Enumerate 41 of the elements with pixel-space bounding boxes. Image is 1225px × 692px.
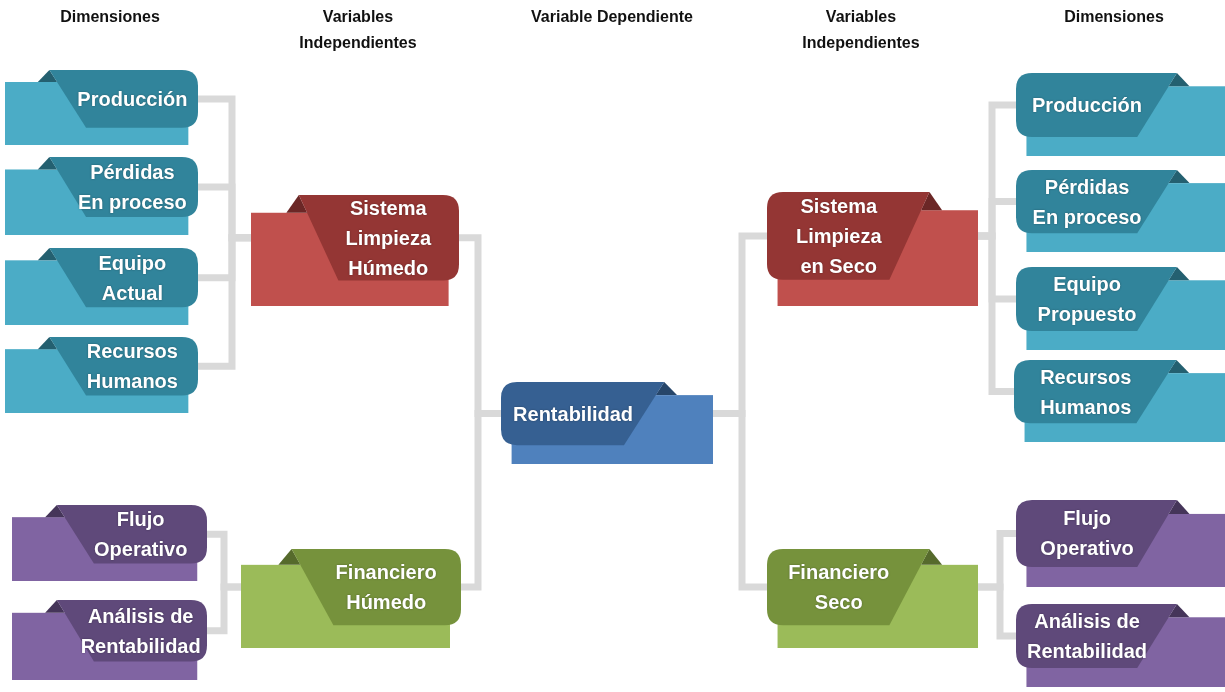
node-text: Sistema Limpieza en Seco bbox=[794, 193, 883, 279]
ribbon-label bbox=[5, 337, 198, 413]
node-text: Sistema Limpieza Húmedo bbox=[344, 195, 433, 281]
node-text: Rentabilidad bbox=[512, 401, 635, 427]
column-heading: Dimensiones bbox=[1063, 7, 1165, 27]
node-text: Análisis de Rentabilidad bbox=[79, 603, 202, 659]
node-text: Financiero Seco bbox=[787, 560, 891, 616]
column-heading: Variable Dependiente bbox=[530, 7, 694, 27]
node-text: Recursos Humanos bbox=[85, 339, 179, 395]
node-text: Financiero Húmedo bbox=[334, 560, 438, 616]
ribbon-label bbox=[241, 549, 461, 648]
ribbon-label bbox=[1016, 170, 1225, 252]
ribbon-label bbox=[767, 192, 978, 306]
ribbon-label bbox=[5, 157, 198, 235]
node-text: Flujo Operativo bbox=[93, 507, 189, 563]
node-text: Equipo Actual bbox=[97, 250, 168, 306]
column-heading: Variables Independientes bbox=[298, 7, 418, 53]
node-text: Pérdidas En proceso bbox=[1032, 174, 1143, 230]
bracket-connector bbox=[207, 583, 241, 635]
node-text: Recursos Humanos bbox=[1039, 364, 1133, 420]
column-heading: Dimensiones bbox=[59, 7, 161, 27]
node-text: Producción bbox=[1031, 92, 1144, 118]
node-text: Pérdidas En proceso bbox=[77, 160, 188, 215]
ribbon-label bbox=[1016, 267, 1225, 350]
bracket-connector bbox=[978, 583, 1016, 640]
ribbon-label bbox=[12, 505, 207, 581]
ribbon-label bbox=[1016, 73, 1225, 156]
ribbon-label bbox=[501, 382, 713, 464]
node-text: Análisis de Rentabilidad bbox=[1026, 608, 1149, 664]
ribbon-label bbox=[1016, 604, 1225, 687]
node-text: Flujo Operativo bbox=[1039, 506, 1135, 562]
ribbon-label bbox=[5, 248, 198, 325]
ribbon-label bbox=[1016, 500, 1225, 587]
column-heading: Variables Independientes bbox=[801, 7, 921, 53]
ribbon-label bbox=[5, 70, 198, 145]
ribbon-label bbox=[767, 549, 978, 648]
node-text: Equipo Propuesto bbox=[1036, 271, 1138, 327]
ribbon-label bbox=[1014, 360, 1225, 442]
node-text: Producción bbox=[76, 86, 189, 112]
ribbon-label bbox=[251, 195, 459, 306]
ribbon-label bbox=[12, 600, 207, 680]
